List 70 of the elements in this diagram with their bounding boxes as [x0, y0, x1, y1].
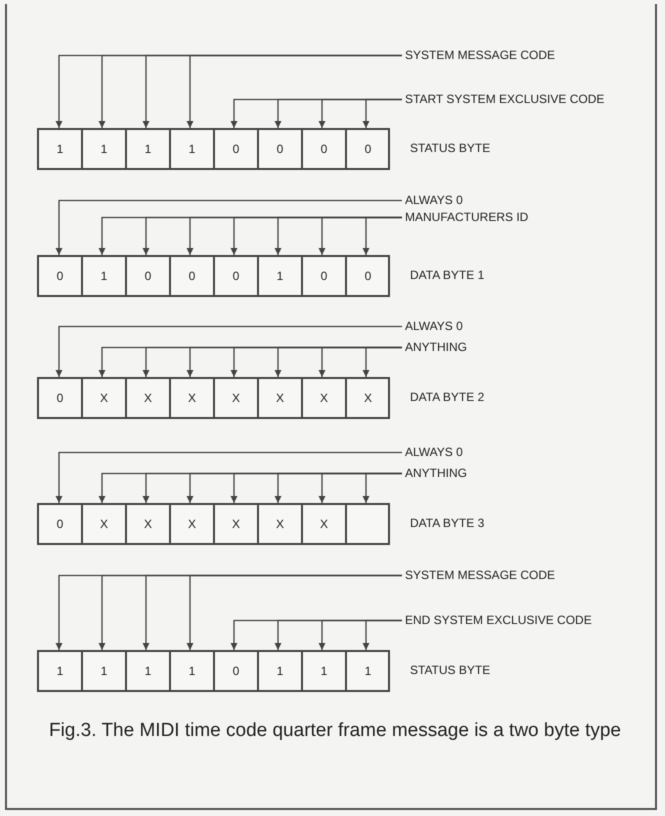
arrow: [56, 452, 402, 503]
bit-cell: 1: [81, 652, 125, 690]
bit-cell: X: [125, 379, 169, 417]
bit-cell: 1: [81, 257, 125, 295]
byte-register: [37, 503, 390, 545]
bit-cell: 1: [81, 130, 125, 168]
bit-cell: X: [169, 505, 213, 543]
field-label: ANYTHING: [405, 466, 468, 481]
bit-cell: 1: [345, 652, 389, 690]
field-label: END SYSTEM EXCLUSIVE CODE: [405, 613, 592, 628]
byte-register: [37, 128, 390, 170]
byte-name: STATUS BYTE: [410, 141, 490, 156]
bit-cell: X: [257, 379, 301, 417]
byte-name: STATUS BYTE: [410, 663, 490, 678]
bit-cell: 1: [301, 652, 345, 690]
bit-cell: 0: [301, 130, 345, 168]
figure-caption: Fig.3. The MIDI time code quarter frame message is a two byte type: [48, 719, 622, 743]
bit-cell: X: [301, 505, 345, 543]
field-label: ALWAYS 0: [405, 193, 463, 208]
bit-cell: X: [213, 505, 257, 543]
field-label: ANYTHING: [405, 340, 468, 355]
bit-cell: 0: [213, 130, 257, 168]
bit-cell: 0: [257, 130, 301, 168]
bit-cell: 0: [39, 379, 81, 417]
arrow: [362, 620, 402, 650]
bit-cell: 1: [169, 652, 213, 690]
bit-cell: 0: [345, 130, 389, 168]
field-label: START SYSTEM EXCLUSIVE CODE: [405, 92, 604, 107]
byte-name: DATA BYTE 2: [410, 390, 484, 405]
byte-register: [37, 650, 390, 692]
field-label: ALWAYS 0: [405, 319, 463, 334]
arrow: [186, 54, 402, 128]
bit-cell: X: [125, 505, 169, 543]
bit-cell: 1: [169, 130, 213, 168]
bit-cell: 0: [39, 257, 81, 295]
byte-name: DATA BYTE 3: [410, 516, 484, 531]
bit-cell: 0: [125, 257, 169, 295]
bit-cell: X: [301, 379, 345, 417]
bit-cell: X: [345, 379, 389, 417]
bit-cell: X: [81, 505, 125, 543]
bit-cell: X: [81, 379, 125, 417]
field-label: SYSTEM MESSAGE CODE: [405, 48, 556, 63]
arrow: [56, 326, 402, 377]
bit-cell: 0: [345, 257, 389, 295]
bit-cell: 1: [125, 130, 169, 168]
byte-name: DATA BYTE 1: [410, 268, 484, 283]
bit-cell: 1: [125, 652, 169, 690]
bit-cell: 1: [39, 652, 81, 690]
field-label: ALWAYS 0: [405, 445, 463, 460]
bit-cell: X: [169, 379, 213, 417]
bit-cell: 1: [257, 652, 301, 690]
arrow: [362, 98, 402, 128]
arrow: [362, 346, 402, 377]
field-label: SYSTEM MESSAGE CODE: [405, 568, 556, 583]
arrow: [362, 472, 402, 503]
bit-cell: X: [213, 379, 257, 417]
arrow: [362, 216, 402, 255]
arrow: [56, 200, 402, 255]
bit-cell: 0: [301, 257, 345, 295]
field-label: MANUFACTURERS ID: [405, 210, 528, 225]
byte-register: [37, 255, 390, 297]
bit-cell: 0: [213, 257, 257, 295]
bit-cell: 0: [213, 652, 257, 690]
bit-cell: 1: [257, 257, 301, 295]
bit-cell: X: [257, 505, 301, 543]
bit-cell: 0: [169, 257, 213, 295]
arrow: [186, 574, 402, 650]
bit-cell: 0: [39, 505, 81, 543]
byte-register: [37, 377, 390, 419]
bit-cell: 1: [39, 130, 81, 168]
